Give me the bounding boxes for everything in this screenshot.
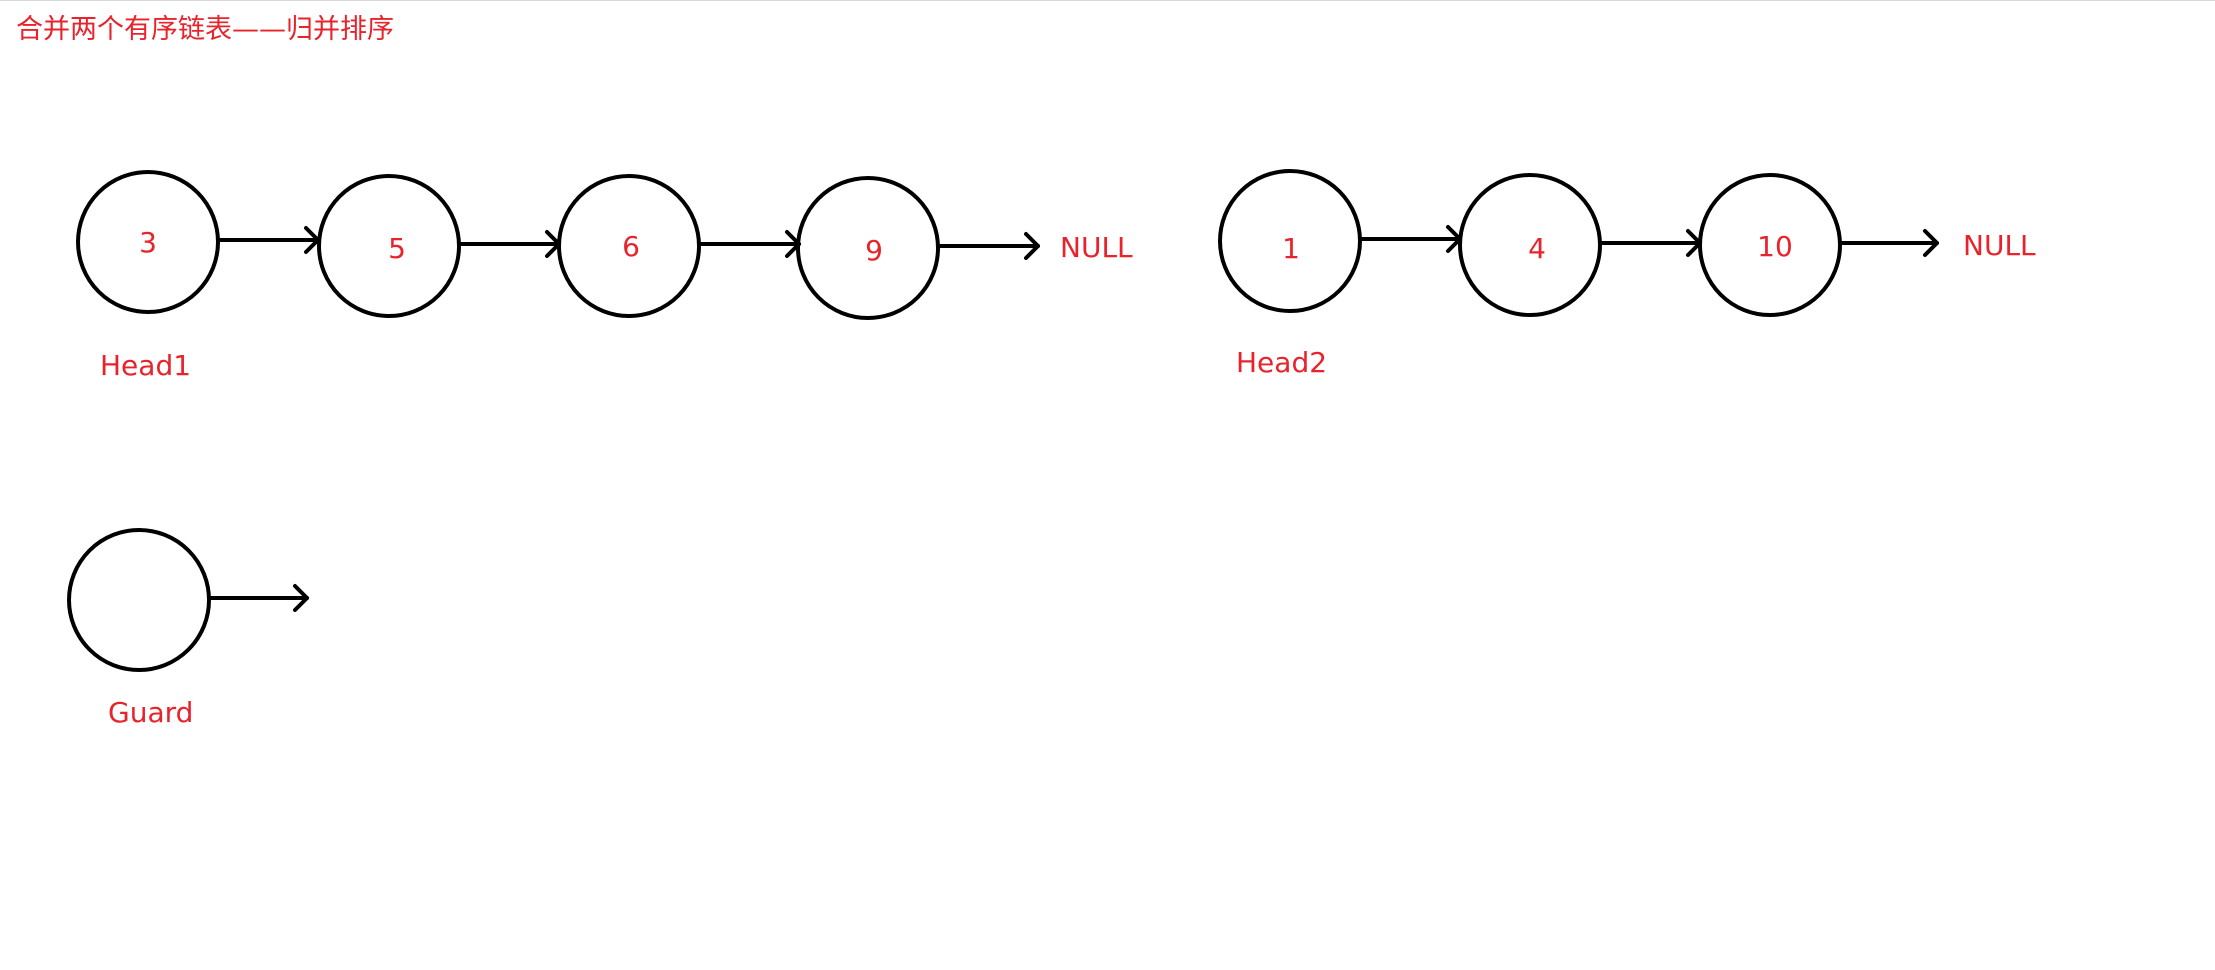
- node-value: 10: [1757, 230, 1793, 263]
- head2-label: Head2: [1236, 346, 1327, 379]
- list1-arrow-2: [457, 230, 561, 258]
- node-value: 4: [1528, 232, 1546, 265]
- node-value: 9: [865, 234, 883, 267]
- node-value: 6: [622, 230, 640, 263]
- list2-arrow-1: [1358, 225, 1462, 253]
- list1-arrow-4: [936, 232, 1040, 260]
- list2-node-1: 1: [1218, 169, 1362, 313]
- list1-node-2: 5: [317, 174, 461, 318]
- list1-node-1: 3: [76, 170, 220, 314]
- list1-null-label: NULL: [1060, 231, 1133, 264]
- head1-label: Head1: [100, 349, 191, 382]
- list2-arrow-2: [1598, 229, 1702, 257]
- list1-arrow-1: [216, 226, 320, 254]
- list2-arrow-3: [1838, 229, 1939, 257]
- list1-node-4: 9: [796, 176, 940, 320]
- list2-null-label: NULL: [1963, 229, 2036, 262]
- page-title: 合并两个有序链表——归并排序: [16, 14, 394, 45]
- guard-arrow: [207, 584, 309, 612]
- guard: Guard: [67, 528, 309, 729]
- list2: 1 4 10 NULL Head2: [1218, 169, 2036, 379]
- guard-label: Guard: [108, 696, 193, 729]
- list1-arrow-3: [697, 230, 801, 258]
- list1: 3 5 6 9 NULL Head1: [76, 170, 1133, 382]
- guard-node-circle: [67, 528, 211, 672]
- list2-node-3: 10: [1698, 173, 1842, 317]
- node-value: 5: [388, 232, 406, 265]
- list2-node-2: 4: [1458, 173, 1602, 317]
- node-value: 1: [1282, 232, 1300, 265]
- list1-node-3: 6: [557, 174, 701, 318]
- top-border: [0, 0, 2215, 1]
- node-value: 3: [139, 226, 157, 259]
